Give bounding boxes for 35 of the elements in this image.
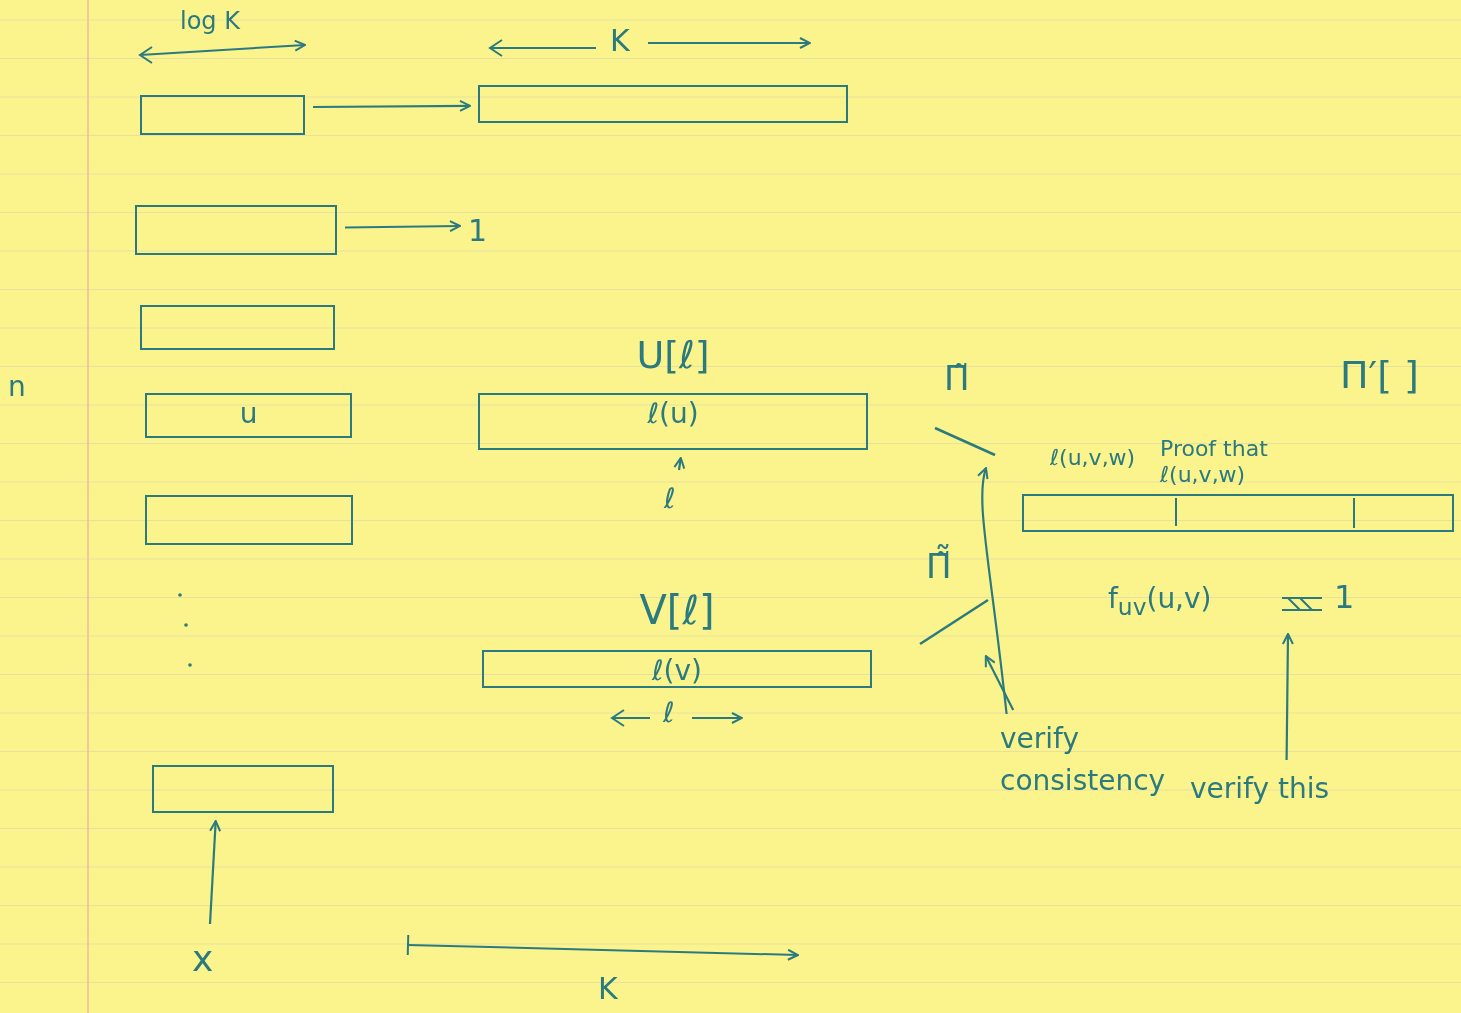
array-bar — [478, 85, 848, 123]
arrow — [313, 99, 471, 112]
bar-label: ℓ(u) — [646, 399, 700, 430]
array-heading: V[ℓ] — [638, 588, 716, 632]
handwritten-text: 1 — [468, 208, 490, 244]
handwritten-label: Π′[ ] — [1340, 355, 1419, 397]
bar-label: ℓ(v) — [651, 656, 703, 687]
handwritten-label: K — [610, 24, 630, 57]
handwritten-label: log K — [180, 8, 240, 35]
function-value: 1 — [1334, 580, 1355, 616]
handwritten-text: verify consistency — [1000, 718, 1165, 828]
array-bar — [145, 393, 352, 438]
handwritten-text: x — [192, 932, 228, 976]
array-bar — [140, 305, 335, 350]
bar-label: u — [238, 399, 259, 430]
index-label: ℓ(u,v,w) — [1050, 446, 1136, 471]
handwritten-label: ℓ — [663, 698, 675, 729]
arrow — [345, 220, 461, 233]
handwritten-label: K — [598, 972, 618, 1005]
array-bar — [135, 205, 337, 255]
array-bar — [152, 765, 334, 813]
handwritten-text: ℓ — [664, 478, 694, 512]
proof-label: Proof that ℓ(u,v,w) — [1160, 436, 1269, 489]
arrow — [1281, 633, 1294, 760]
array-bar — [140, 95, 305, 135]
handwritten-text: verify this — [1190, 768, 1420, 812]
array-bar — [145, 495, 353, 545]
arrow — [984, 655, 1015, 711]
array-heading: U[ℓ] — [635, 335, 711, 377]
arrow — [673, 457, 686, 471]
function-label: f$_{uv}$(u,v) — [1108, 584, 1212, 621]
arrow — [977, 467, 1008, 715]
handwritten-label: n — [8, 372, 26, 403]
pi-symbol: Π̃ — [944, 360, 970, 398]
arrow — [208, 820, 222, 925]
